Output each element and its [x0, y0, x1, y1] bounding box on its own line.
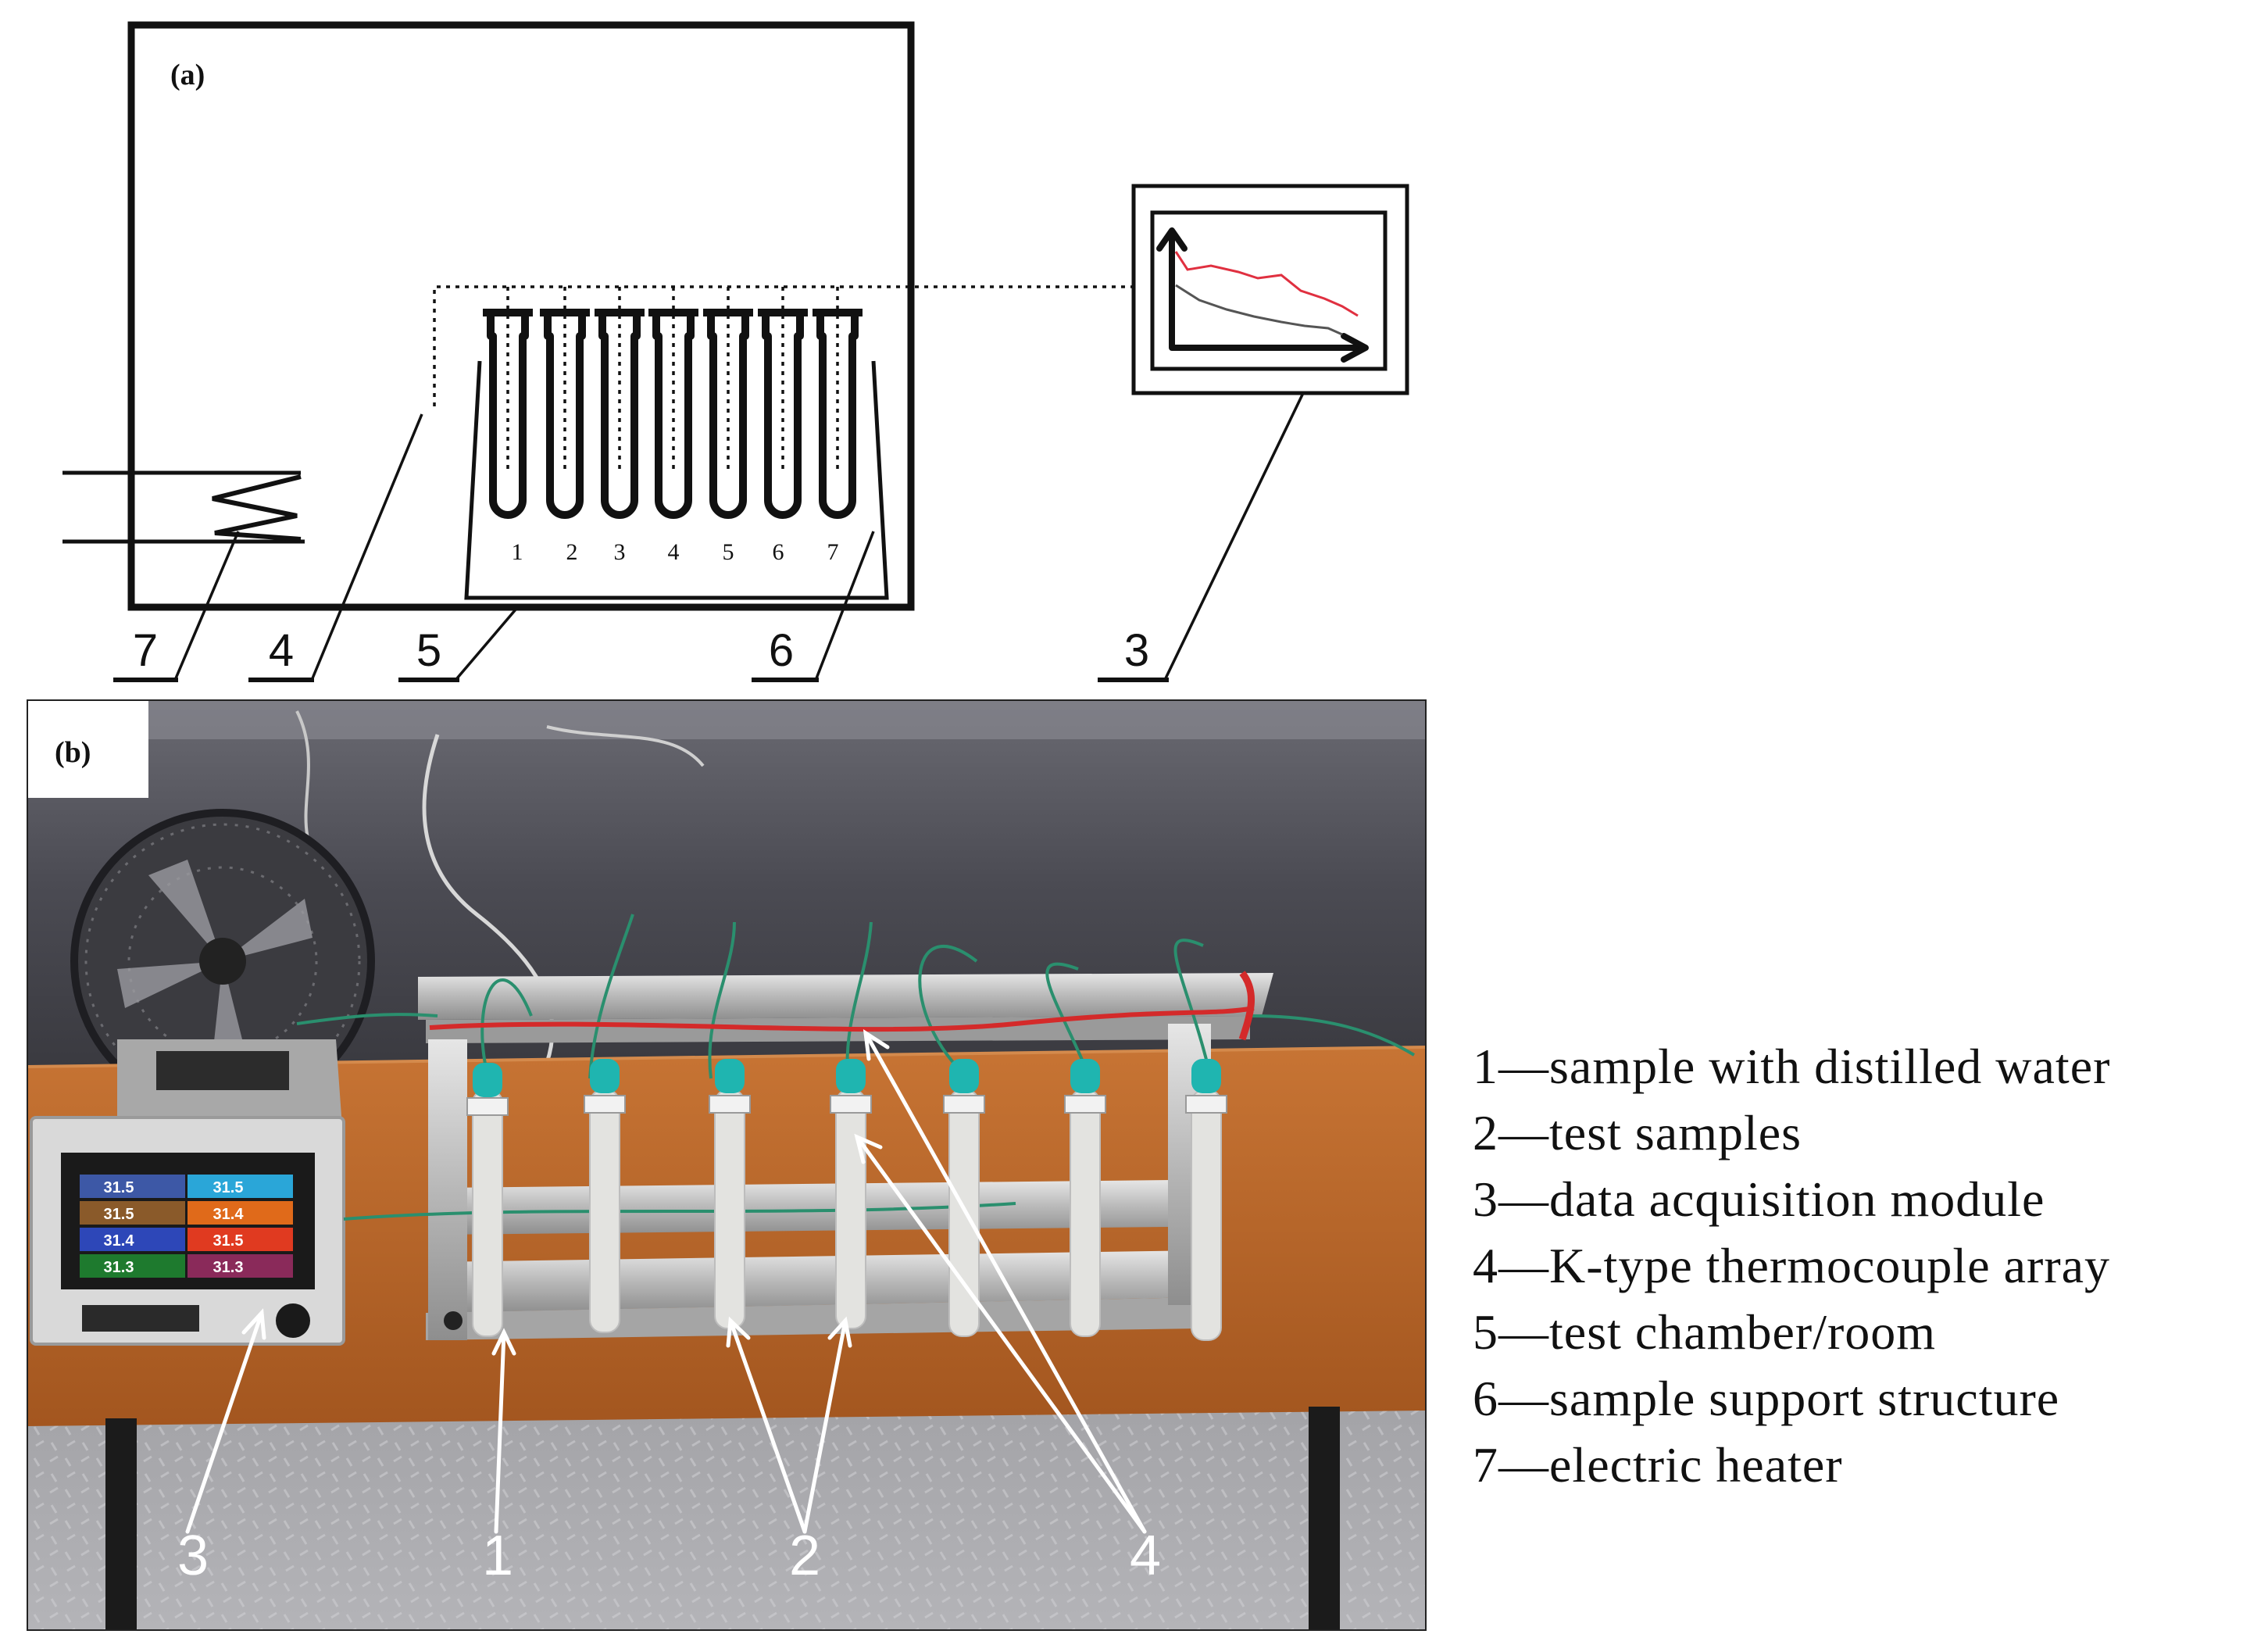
screen-reading: 31.5: [213, 1179, 244, 1196]
photo-callout-number: 1: [482, 1525, 513, 1587]
legend: 1—sample with distilled water 2—test sam…: [1473, 1033, 2262, 1498]
legend-item: 1—sample with distilled water: [1473, 1039, 2111, 1094]
tube-number: 2: [566, 539, 578, 565]
monitor-axes: [1156, 227, 1369, 363]
photo-callout-arrows: [185, 1029, 1147, 1534]
thermocouple-wires: [433, 285, 1133, 469]
test-chamber-box: [127, 21, 915, 611]
tube-number: 4: [668, 539, 680, 565]
tube-number: 5: [723, 539, 734, 565]
callout-number: 3: [1124, 625, 1149, 676]
screen-reading: 31.3: [213, 1259, 244, 1276]
callout-number: 7: [133, 625, 158, 676]
tube-number: 7: [827, 539, 839, 565]
panel-a: (a): [63, 21, 1409, 682]
callout-leaders: [174, 392, 1305, 680]
data-logger-device: 31.5 31.5 31.5 31.4 31.4 31.5 31.3 31.3: [30, 1039, 345, 1346]
photo-callout-number: 4: [1130, 1525, 1161, 1587]
callout-number: 6: [769, 625, 794, 676]
fan: [70, 809, 375, 1114]
test-tubes: [483, 309, 863, 519]
legend-item: 5—test chamber/room: [1473, 1304, 1937, 1360]
tube-numbers: 1 2 3 4 5 6 7: [512, 539, 839, 565]
sample-support-structure: [464, 360, 889, 600]
photo-callout-numbers: 3 1 2 4: [177, 1525, 1161, 1587]
screen-reading: 31.5: [213, 1232, 244, 1250]
tube-number: 6: [773, 539, 784, 565]
tube-number: 1: [512, 539, 523, 565]
photo-callout-number: 3: [177, 1525, 209, 1587]
photo-callout-number: 2: [789, 1525, 820, 1587]
red-temperature-curve: [1174, 251, 1359, 317]
tube-number: 3: [614, 539, 626, 565]
legend-item: 6—sample support structure: [1473, 1371, 2060, 1426]
screen-reading: 31.4: [104, 1232, 135, 1250]
screen-reading: 31.3: [104, 1259, 134, 1276]
red-wire-bundle: [429, 1006, 1255, 1032]
panel-b-label: (b): [55, 736, 91, 769]
callout-number: 4: [269, 625, 294, 676]
green-wires: [296, 914, 1416, 1221]
legend-item: 2—test samples: [1473, 1105, 1802, 1160]
gray-temperature-curve: [1175, 284, 1343, 336]
screen-reading: 31.5: [104, 1206, 134, 1223]
screen-reading: 31.5: [104, 1179, 134, 1196]
panel-a-label: (a): [170, 59, 205, 91]
legend-item: 3—data acquisition module: [1473, 1171, 2045, 1227]
screen-reading: 31.4: [213, 1206, 245, 1223]
panel-b-photo: 31.5 31.5 31.5 31.4 31.4 31.5 31.3 31.3: [27, 699, 1427, 1631]
electric-heater: [63, 470, 305, 544]
data-acquisition-module: [1131, 184, 1409, 395]
callout-numbers: 7 4 5 6 3: [133, 625, 1149, 676]
legend-item: 4—K-type thermocouple array: [1473, 1238, 2111, 1293]
callout-number: 5: [416, 625, 441, 676]
panel-b-label-box: [27, 700, 148, 798]
legend-item: 7—electric heater: [1473, 1437, 1843, 1493]
